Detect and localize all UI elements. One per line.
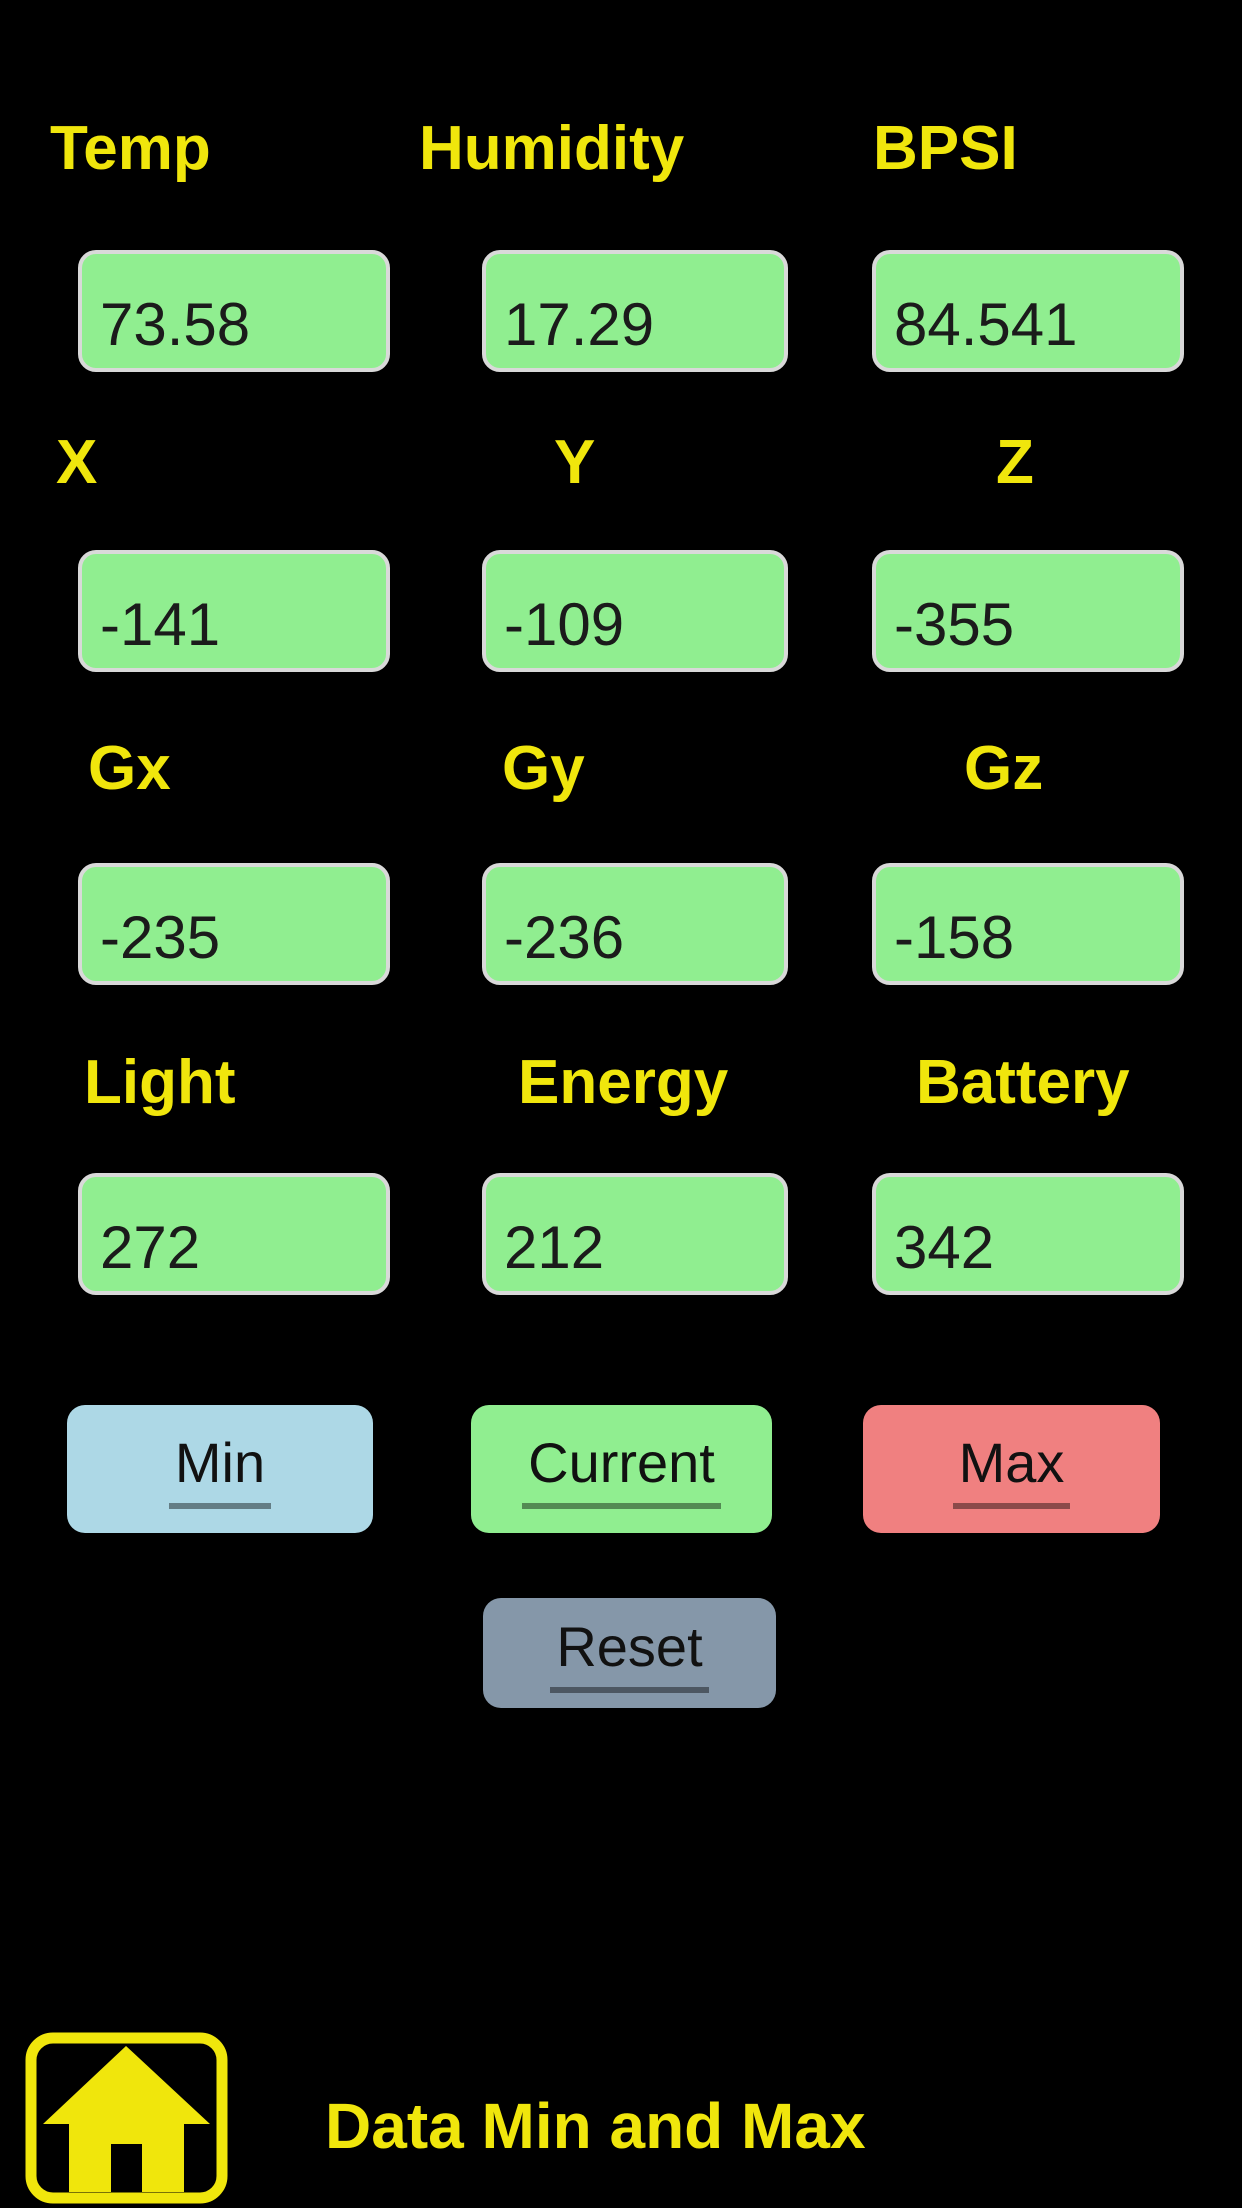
x-label: X (56, 428, 98, 497)
energy-label: Energy (518, 1048, 729, 1117)
page-title: Data Min and Max (325, 2090, 866, 2162)
z-field[interactable] (872, 550, 1184, 672)
battery-label: Battery (916, 1048, 1130, 1117)
gx-field[interactable] (78, 863, 390, 985)
min-button-label: Min (168, 1430, 272, 1509)
temp-field[interactable] (78, 250, 390, 372)
light-field[interactable] (78, 1173, 390, 1295)
humidity-field[interactable] (482, 250, 788, 372)
y-field[interactable] (482, 550, 788, 672)
gz-label: Gz (964, 734, 1044, 803)
gz-field[interactable] (872, 863, 1184, 985)
energy-field[interactable] (482, 1173, 788, 1295)
home-button[interactable] (25, 2032, 228, 2204)
reset-button[interactable]: Reset (483, 1598, 776, 1708)
bpsi-field[interactable] (872, 250, 1184, 372)
current-button-label: Current (522, 1430, 721, 1509)
humidity-label: Humidity (419, 114, 685, 183)
temp-label: Temp (50, 114, 211, 183)
bpsi-label: BPSI (873, 114, 1018, 183)
max-button-label: Max (952, 1430, 1071, 1509)
gx-label: Gx (88, 734, 171, 803)
reset-button-label: Reset (550, 1614, 709, 1693)
max-button[interactable]: Max (863, 1405, 1160, 1533)
x-field[interactable] (78, 550, 390, 672)
y-label: Y (554, 428, 596, 497)
gy-field[interactable] (482, 863, 788, 985)
battery-field[interactable] (872, 1173, 1184, 1295)
current-button[interactable]: Current (471, 1405, 772, 1533)
gy-label: Gy (502, 734, 585, 803)
z-label: Z (996, 428, 1034, 497)
light-label: Light (84, 1048, 236, 1117)
min-button[interactable]: Min (67, 1405, 373, 1533)
home-icon (25, 2032, 228, 2204)
